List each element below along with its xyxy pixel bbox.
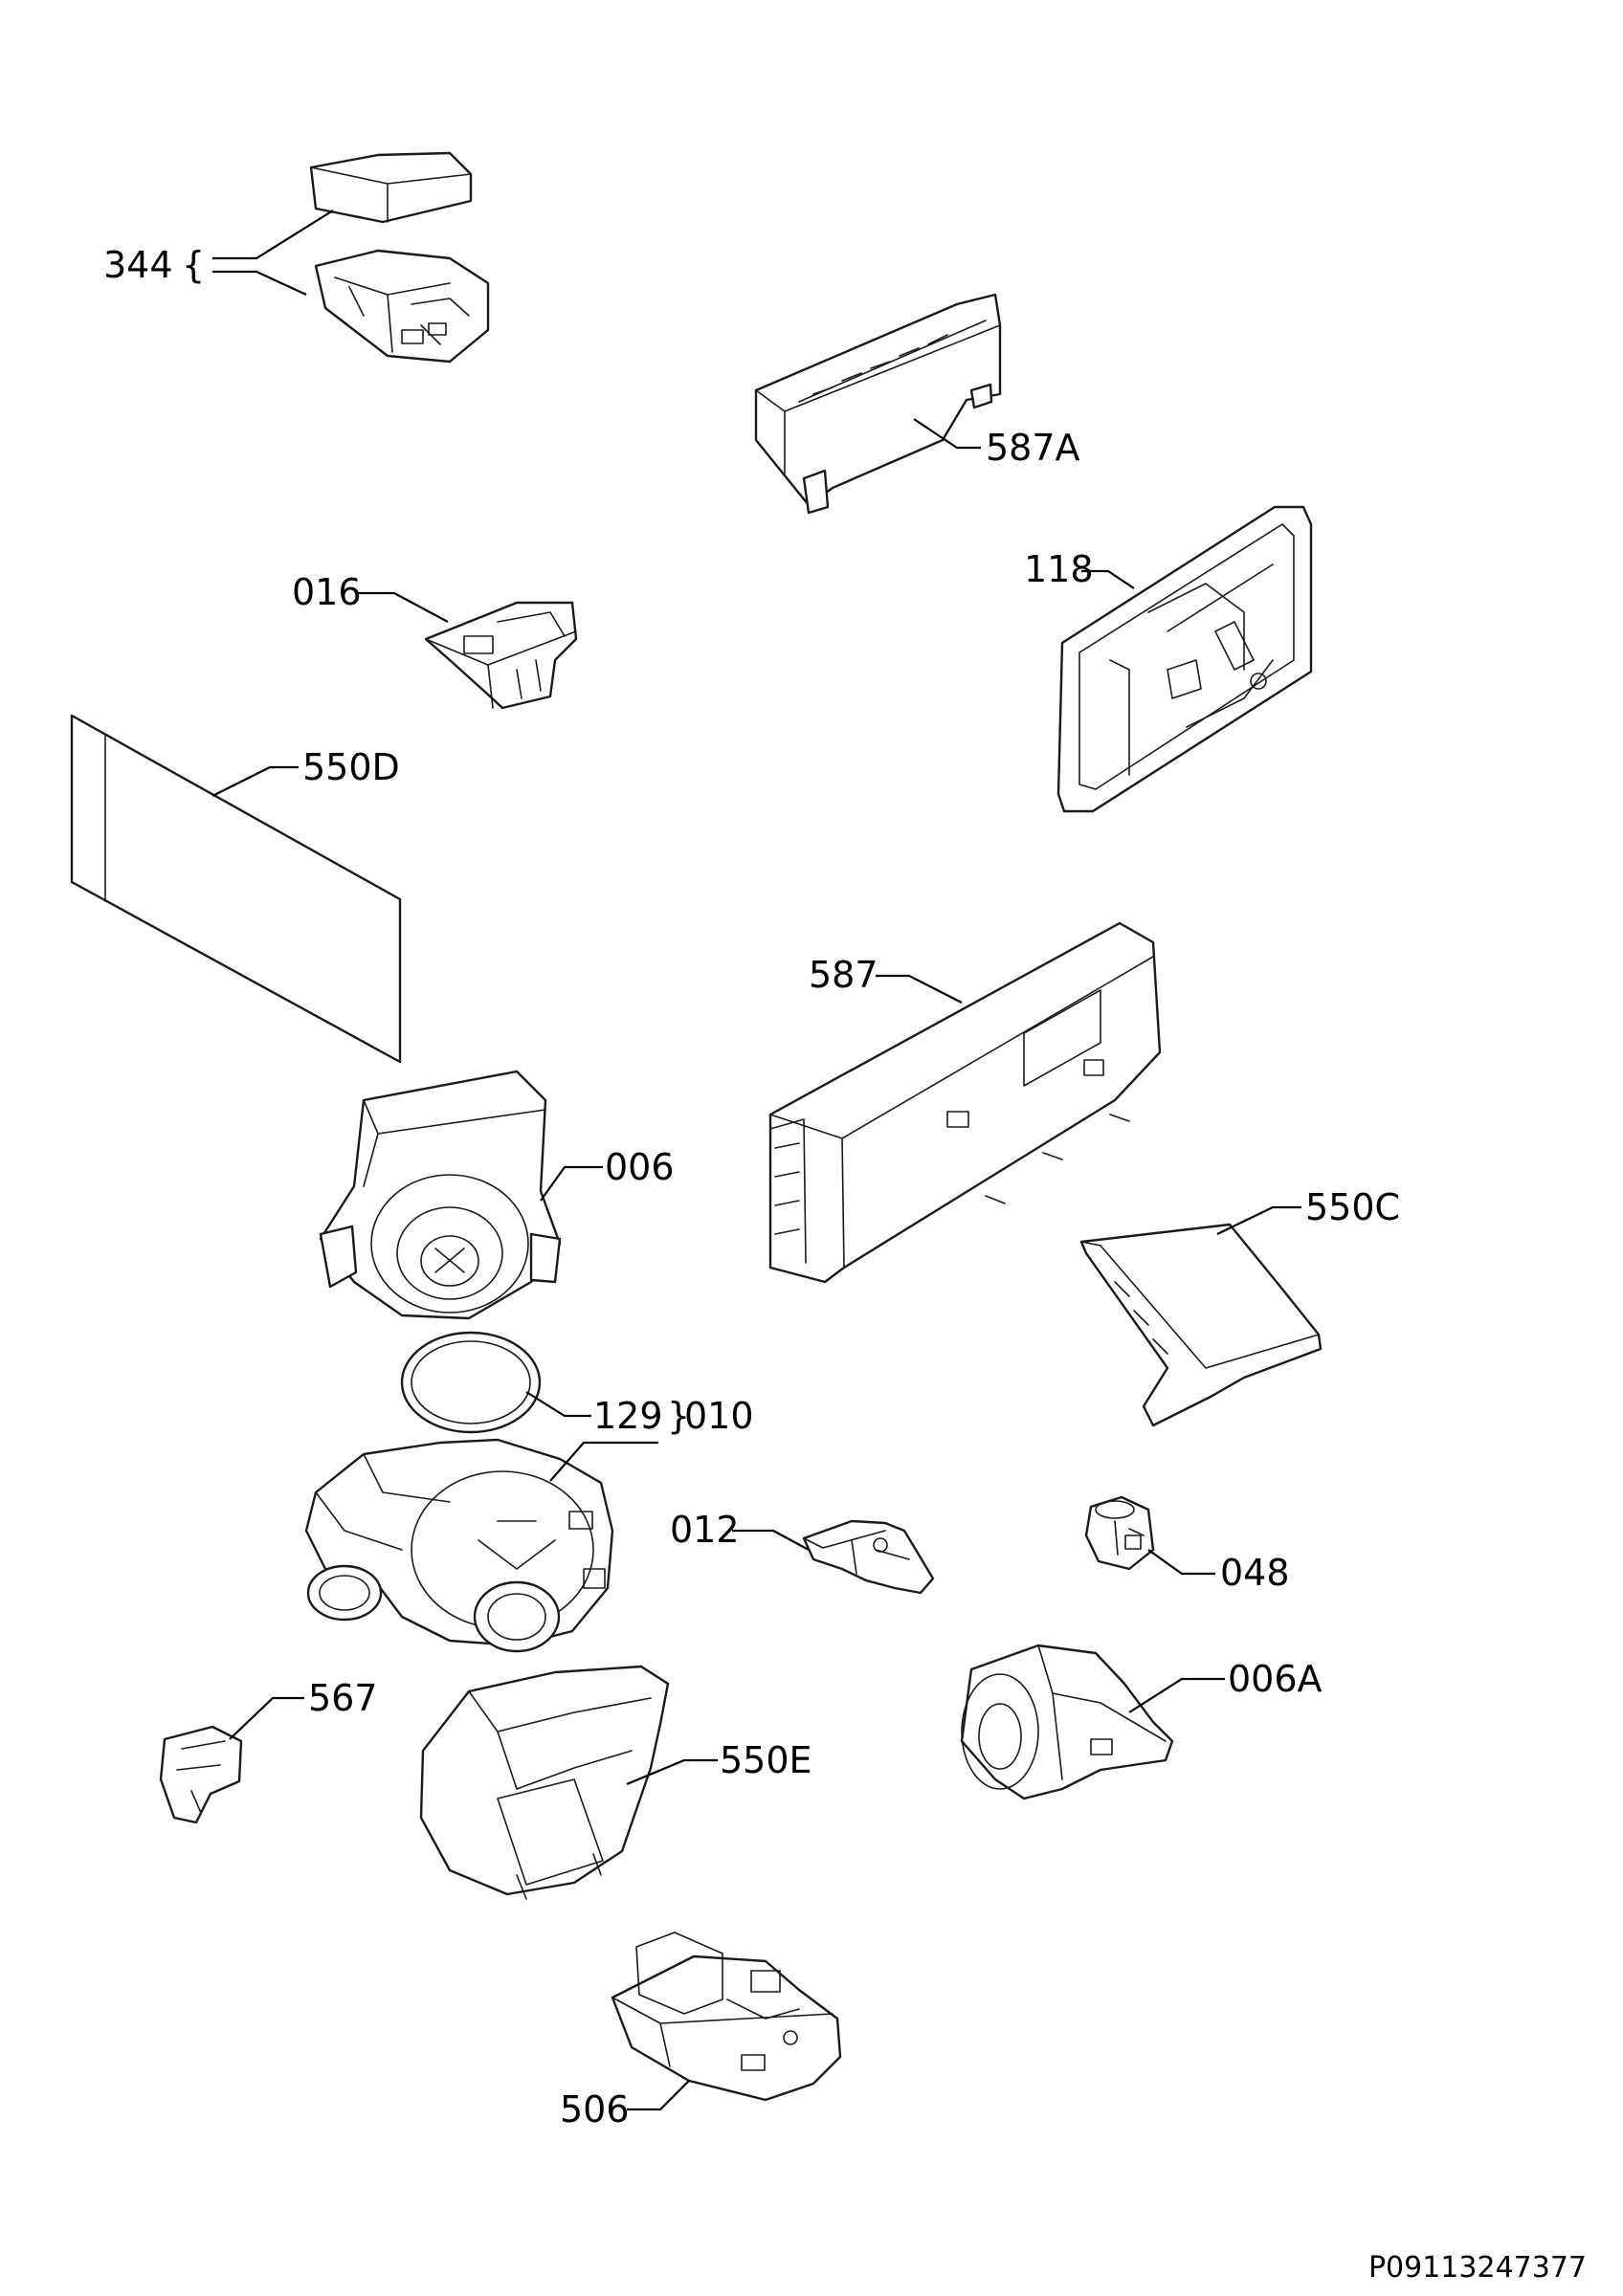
callout-550D-label: 550D xyxy=(302,746,400,788)
callout-550C: 550C xyxy=(1216,1186,1400,1235)
callout-587A: 587A xyxy=(913,418,1080,469)
part-587 xyxy=(768,921,1162,1284)
callout-550E-label: 550E xyxy=(720,1739,812,1781)
callout-550C-label: 550C xyxy=(1305,1186,1400,1228)
part-344 xyxy=(309,151,490,364)
leader-550C xyxy=(1216,1205,1301,1235)
callout-506-label: 506 xyxy=(560,2088,630,2130)
leader-010 xyxy=(549,1441,658,1482)
part-006A xyxy=(960,1644,1174,1800)
callout-048: 048 xyxy=(1147,1549,1290,1594)
leader-587 xyxy=(876,974,963,1004)
part-550E xyxy=(419,1665,670,1900)
part-006 xyxy=(319,1070,562,1320)
callout-344: 344 { xyxy=(103,210,334,296)
callout-550D: 550D xyxy=(211,746,400,797)
callout-006-label: 006 xyxy=(605,1146,675,1188)
callout-129: 129 } 010 xyxy=(525,1391,754,1437)
drawing-number: P09113247377 xyxy=(1368,2251,1587,2285)
callout-016-label: 016 xyxy=(292,571,362,613)
part-506 xyxy=(611,1932,842,2102)
leader-129 xyxy=(525,1391,591,1418)
part-550D xyxy=(70,714,402,1064)
leader-006 xyxy=(540,1165,603,1202)
part-587A xyxy=(754,293,1002,515)
part-129 xyxy=(400,1331,542,1434)
leader-344-bottom xyxy=(212,270,307,296)
callout-012-label: 012 xyxy=(670,1509,740,1551)
callout-344-brace: { xyxy=(182,244,205,286)
part-012 xyxy=(802,1519,935,1595)
callout-344-label: 344 xyxy=(103,244,173,286)
leader-344-top xyxy=(212,210,334,260)
part-048 xyxy=(1084,1495,1155,1571)
leader-016 xyxy=(356,591,449,623)
leader-567 xyxy=(229,1696,304,1740)
part-010 xyxy=(304,1438,614,1653)
leader-118 xyxy=(1081,569,1135,589)
callout-118-label: 118 xyxy=(1024,548,1094,590)
callout-506: 506 xyxy=(560,2080,690,2130)
callout-550E: 550E xyxy=(626,1739,812,1786)
part-567 xyxy=(159,1725,243,1824)
leader-048 xyxy=(1147,1549,1215,1576)
callout-587-label: 587 xyxy=(809,954,878,996)
callout-006A-label: 006A xyxy=(1228,1658,1323,1700)
part-016 xyxy=(424,601,578,710)
leader-012 xyxy=(732,1529,810,1551)
callout-567: 567 xyxy=(229,1677,378,1740)
leader-006A xyxy=(1128,1677,1225,1713)
callout-048-label: 048 xyxy=(1220,1552,1290,1594)
callout-016: 016 xyxy=(292,571,449,623)
leader-587A xyxy=(913,418,981,450)
callout-010-label: 010 xyxy=(684,1395,754,1437)
leader-550D xyxy=(211,765,299,797)
callout-587A-label: 587A xyxy=(986,427,1080,469)
callout-567-label: 567 xyxy=(308,1677,378,1719)
callout-010-brace: } xyxy=(667,1395,690,1437)
leader-506 xyxy=(627,2080,690,2111)
part-550C xyxy=(1079,1223,1323,1427)
callout-006: 006 xyxy=(540,1146,675,1202)
part-118 xyxy=(1056,505,1313,813)
callout-012: 012 xyxy=(670,1509,810,1551)
leader-550E xyxy=(626,1758,718,1786)
callout-010 xyxy=(549,1441,658,1482)
callout-587: 587 xyxy=(809,954,963,1004)
callout-118: 118 xyxy=(1024,548,1135,590)
callout-129-label: 129 xyxy=(593,1395,663,1437)
callout-006A: 006A xyxy=(1128,1658,1323,1713)
